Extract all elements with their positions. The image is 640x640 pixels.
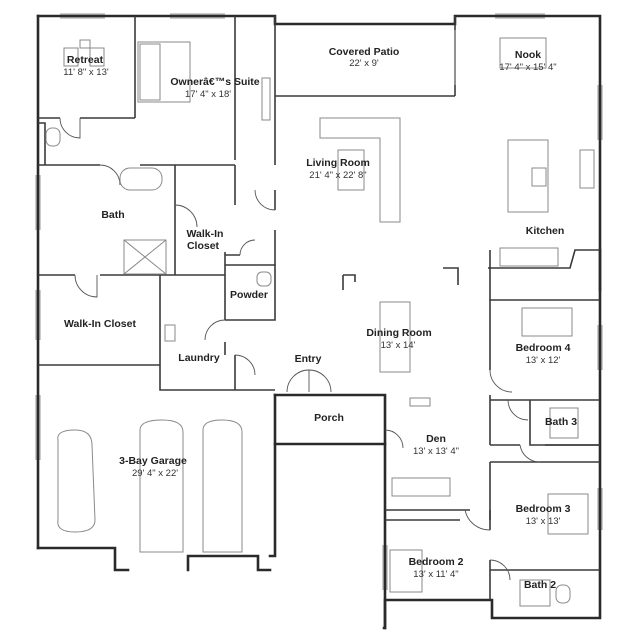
- label-retreat: Retreat: [67, 54, 104, 66]
- dim-covered-patio: 22' x 9': [349, 58, 379, 69]
- dim-den: 13' x 13' 4": [413, 446, 459, 457]
- dim-bedroom3: 13' x 13': [526, 516, 561, 527]
- label-porch: Porch: [314, 412, 344, 424]
- dim-owners-suite: 17' 4" x 18': [185, 89, 231, 100]
- dim-bedroom2: 13' x 11' 4": [413, 569, 458, 580]
- label-covered-patio: Covered Patio: [329, 46, 400, 58]
- label-bath: Bath: [101, 209, 124, 221]
- dim-living-room: 21' 4" x 22' 8": [309, 170, 366, 181]
- label-bedroom4: Bedroom 4: [516, 342, 571, 354]
- label-kitchen: Kitchen: [526, 225, 565, 237]
- fixtures: [45, 37, 595, 607]
- label-den: Den: [426, 433, 446, 445]
- doors: [59, 117, 541, 581]
- dim-garage: 29' 4" x 22': [132, 468, 178, 479]
- label-owners-suite: Ownerâ€™s Suite: [170, 76, 259, 88]
- label-garage: 3-Bay Garage: [119, 455, 187, 467]
- windows: [35, 13, 603, 590]
- label-laundry: Laundry: [178, 352, 220, 364]
- label-dining-room: Dining Room: [366, 327, 431, 339]
- label-entry: Entry: [295, 353, 322, 365]
- label-bedroom2: Bedroom 2: [409, 556, 464, 568]
- label-bath3: Bath 3: [545, 416, 577, 428]
- label-bath2: Bath 2: [524, 579, 556, 591]
- label-nook: Nook: [515, 49, 541, 61]
- label-bedroom3: Bedroom 3: [516, 503, 571, 515]
- dim-nook: 17' 4" x 15' 4": [499, 62, 556, 73]
- label-walkin-closet-upper-line1: Walk-In: [187, 228, 224, 240]
- label-living-room: Living Room: [306, 157, 370, 169]
- dim-dining-room: 13' x 14': [381, 340, 416, 351]
- dim-bedroom4: 13' x 12': [526, 355, 561, 366]
- dim-retreat: 11' 8" x 13': [63, 67, 109, 78]
- label-powder: Powder: [230, 289, 268, 301]
- room-labels: Retreat 11' 8" x 13' Ownerâ€™s Suite 17'…: [63, 46, 577, 591]
- label-walkin-closet-upper-line2: Closet: [187, 240, 220, 252]
- label-walkin-closet: Walk-In Closet: [64, 318, 136, 330]
- interior-walls: [38, 16, 600, 600]
